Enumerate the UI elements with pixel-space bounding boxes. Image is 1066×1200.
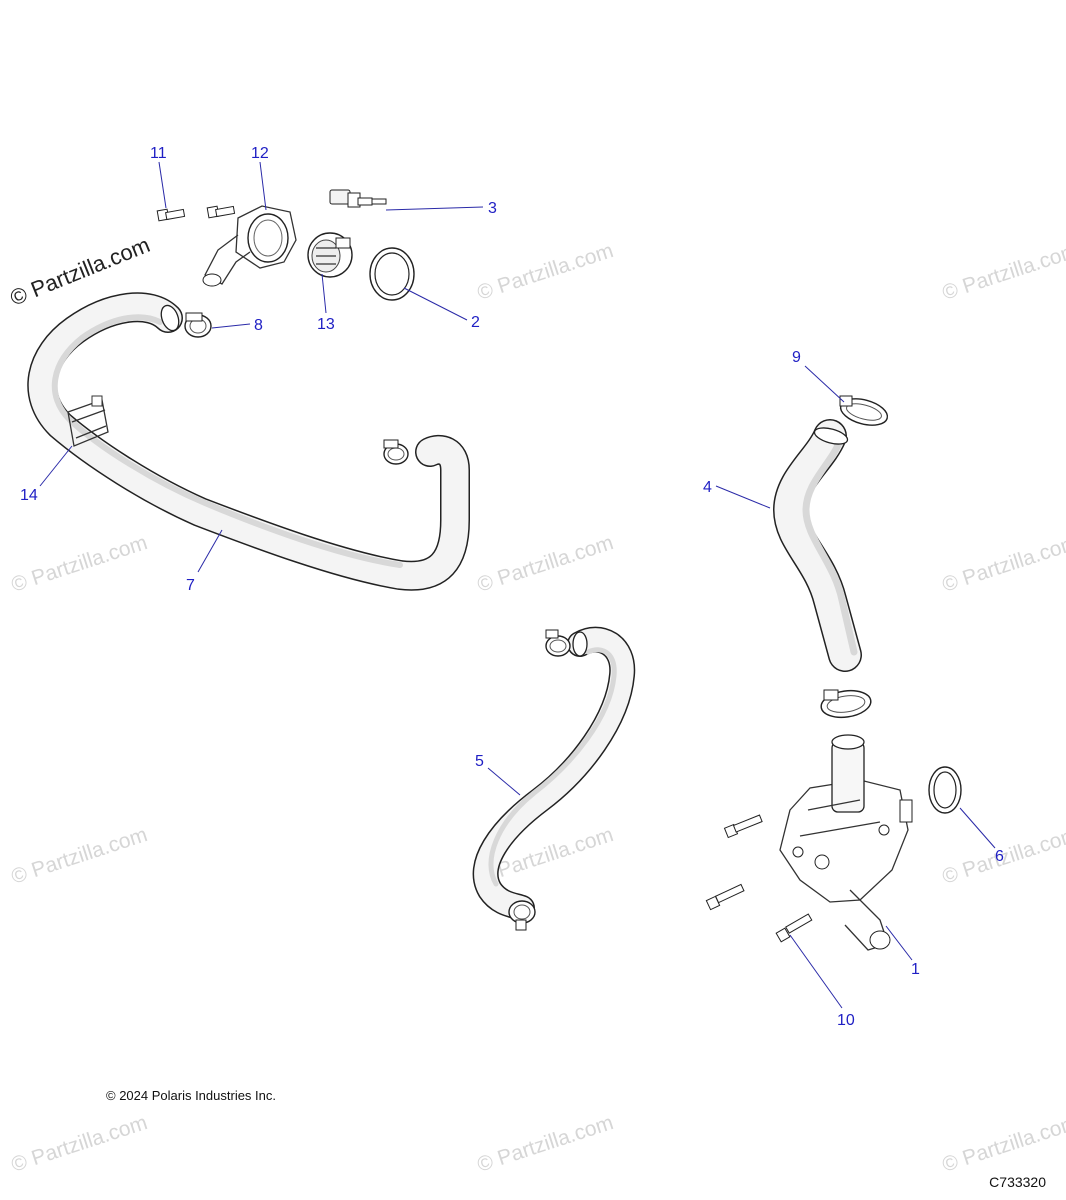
- water-pump-1: [779, 734, 913, 951]
- callout-4: 4: [703, 479, 712, 496]
- watermark: © Partzilla.com: [8, 1111, 150, 1177]
- copyright-notice: © 2024 Polaris Industries Inc.: [106, 1088, 276, 1103]
- leader-lines: [39, 161, 996, 1009]
- callout-12: 12: [251, 145, 269, 162]
- callout-11: 11: [150, 145, 167, 162]
- watermark: © Partzilla.com: [939, 1111, 1066, 1177]
- callout-5: 5: [475, 753, 484, 770]
- watermark: © Partzilla.com: [474, 1111, 616, 1177]
- watermark: © Partzilla.com: [474, 531, 616, 597]
- watermark-layer: © Partzilla.com © Partzilla.com © Partzi…: [8, 239, 1066, 1177]
- callout-10: 10: [837, 1012, 855, 1029]
- callout-14: 14: [20, 487, 38, 504]
- clamp-9: [839, 395, 889, 426]
- callout-7: 7: [186, 577, 195, 594]
- thermostat-housing-12: [202, 205, 297, 287]
- callout-labels: 11 12 3 2 13 8 14 7 9 4 5 6 1 10: [20, 145, 1004, 1029]
- hose-clamp: [383, 439, 409, 465]
- bolt-10: [723, 814, 763, 839]
- bolt-10: [775, 913, 813, 943]
- callout-9: 9: [792, 349, 801, 366]
- hose-clamp: [545, 629, 571, 657]
- thermostat-13: [307, 232, 353, 278]
- callout-13: 13: [317, 316, 335, 333]
- bolt-11: [156, 208, 186, 222]
- figure-code: C733320: [989, 1174, 1046, 1190]
- bolt: [206, 205, 236, 219]
- clamp-14: [67, 395, 109, 447]
- callout-2: 2: [471, 314, 480, 331]
- hose-4: [773, 419, 862, 672]
- seal-2: [369, 247, 415, 301]
- callout-3: 3: [488, 200, 497, 217]
- watermark: © Partzilla.com: [939, 239, 1066, 305]
- watermark: © Partzilla.com: [8, 531, 150, 597]
- hose-5: [472, 626, 636, 921]
- clamp-8: [184, 312, 212, 338]
- bolt-10: [705, 883, 745, 911]
- hose-clamp: [508, 900, 536, 931]
- watermark: © Partzilla.com: [8, 823, 150, 889]
- temperature-sensor-3: [329, 189, 387, 208]
- hose-clamp: [820, 689, 872, 719]
- callout-8: 8: [254, 317, 263, 334]
- hose-7: [27, 292, 470, 591]
- seal-6: [928, 766, 962, 814]
- callout-6: 6: [995, 848, 1004, 865]
- watermark: © Partzilla.com: [939, 531, 1066, 597]
- watermark: © Partzilla.com: [474, 239, 616, 305]
- callout-1: 1: [911, 961, 920, 978]
